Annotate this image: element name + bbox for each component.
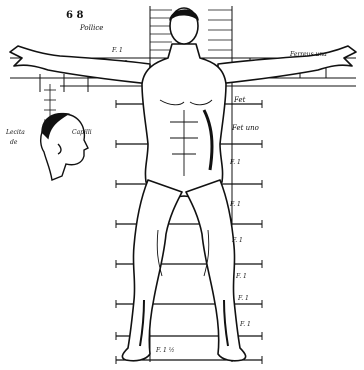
label-calf: F. 1 bbox=[239, 321, 251, 328]
label-hip: F. 1 bbox=[229, 201, 241, 208]
label-abdomen: F. 1 bbox=[229, 159, 241, 166]
head-label-left: Lecita bbox=[5, 129, 25, 136]
label-knee: F. 1 bbox=[235, 273, 247, 280]
label-waist: Fet uno bbox=[231, 124, 259, 132]
head-label-left2: de bbox=[10, 139, 18, 146]
label-foot: F. 1 ½ bbox=[155, 347, 175, 354]
head-label-right: Capilli bbox=[72, 129, 92, 136]
caption-word: Pollice bbox=[79, 24, 103, 32]
label-chest: Fet bbox=[233, 96, 246, 104]
label-arm-left: Ferreus una bbox=[289, 51, 327, 58]
caption-number: 6 8 bbox=[66, 10, 83, 21]
human-figure bbox=[10, 8, 356, 361]
left-leg bbox=[122, 180, 182, 361]
label-arm-mark: F. 1 bbox=[111, 47, 123, 54]
label-thigh: F. 1 bbox=[231, 237, 243, 244]
head-profile-diagram bbox=[41, 114, 88, 180]
label-shin: F. 1 bbox=[237, 295, 249, 302]
